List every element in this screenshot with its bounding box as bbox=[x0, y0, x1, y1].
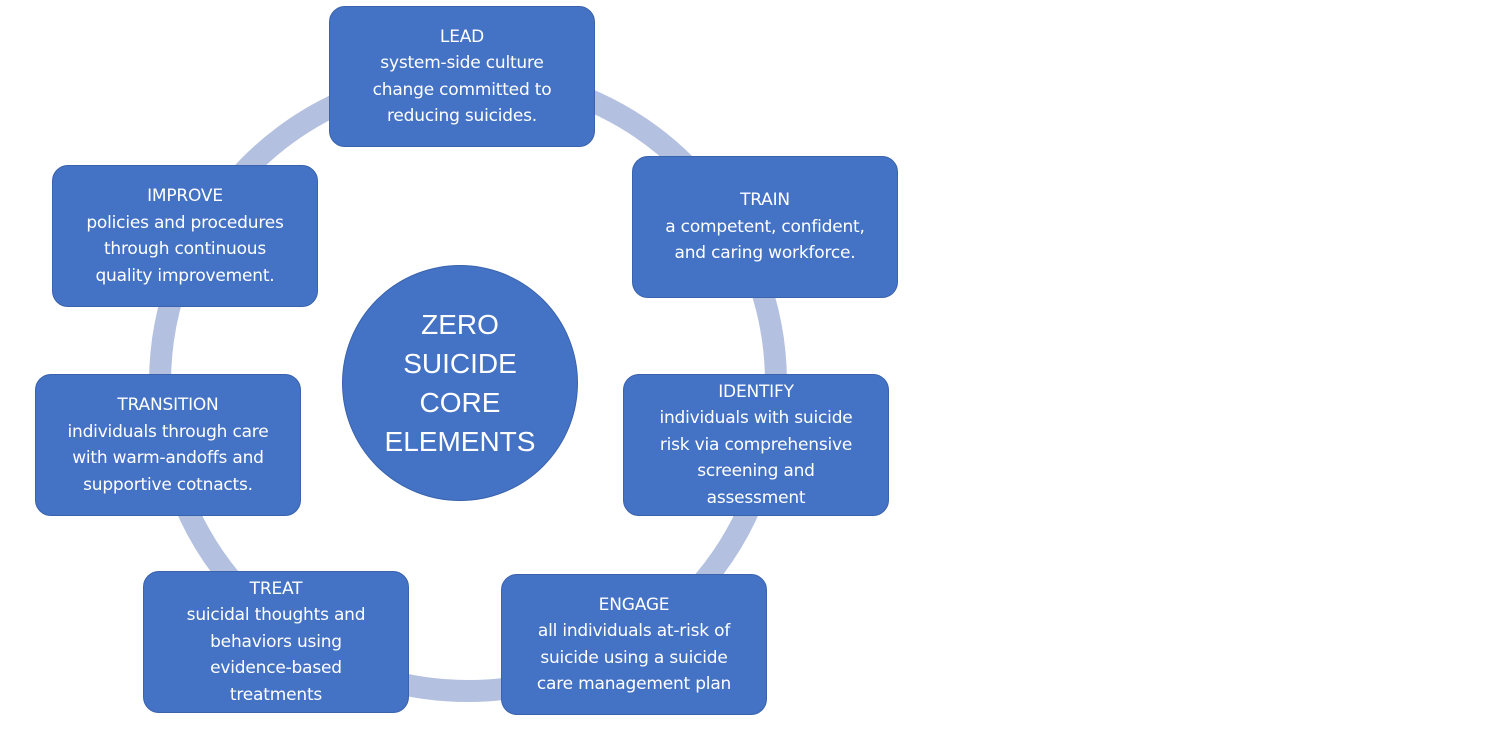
element-box-improve: IMPROVE policies and procedures through … bbox=[52, 165, 318, 307]
element-title: ENGAGE bbox=[598, 594, 670, 615]
center-line: ZERO bbox=[421, 309, 499, 340]
center-circle: ZERO SUICIDE CORE ELEMENTS bbox=[342, 265, 578, 501]
element-title: IDENTIFY bbox=[718, 381, 794, 402]
element-box-lead: LEAD system-side culture change committe… bbox=[329, 6, 595, 147]
element-description: individuals with suicide risk via compre… bbox=[659, 408, 853, 508]
element-description: individuals through care with warm-andof… bbox=[67, 421, 269, 495]
element-title: TRAIN bbox=[740, 190, 790, 211]
element-title: IMPROVE bbox=[147, 186, 223, 206]
element-title: LEAD bbox=[439, 26, 485, 47]
center-line: SUICIDE bbox=[403, 348, 517, 379]
element-description: suicidal thoughts and behaviors using ev… bbox=[186, 605, 366, 705]
element-box-train: TRAIN a competent, confident, and caring… bbox=[632, 156, 898, 298]
element-title: TRANSITION bbox=[117, 395, 219, 415]
element-description: all individuals at-risk of suicide using… bbox=[536, 621, 732, 694]
element-title: TREAT bbox=[249, 578, 303, 599]
element-description: system-side culture change committed to … bbox=[372, 53, 552, 126]
element-box-engage: ENGAGE all individuals at-risk of suicid… bbox=[501, 574, 767, 715]
element-box-transition: TRANSITION individuals through care with… bbox=[35, 374, 301, 516]
center-line: CORE bbox=[419, 387, 501, 418]
center-line: ELEMENTS bbox=[384, 426, 536, 457]
element-box-treat: TREAT suicidal thoughts and behaviors us… bbox=[143, 571, 409, 713]
element-box-identify: IDENTIFY individuals with suicide risk v… bbox=[623, 374, 889, 516]
element-description: policies and procedures through continuo… bbox=[86, 212, 284, 286]
element-description: a competent, confident, and caring workf… bbox=[665, 216, 865, 264]
